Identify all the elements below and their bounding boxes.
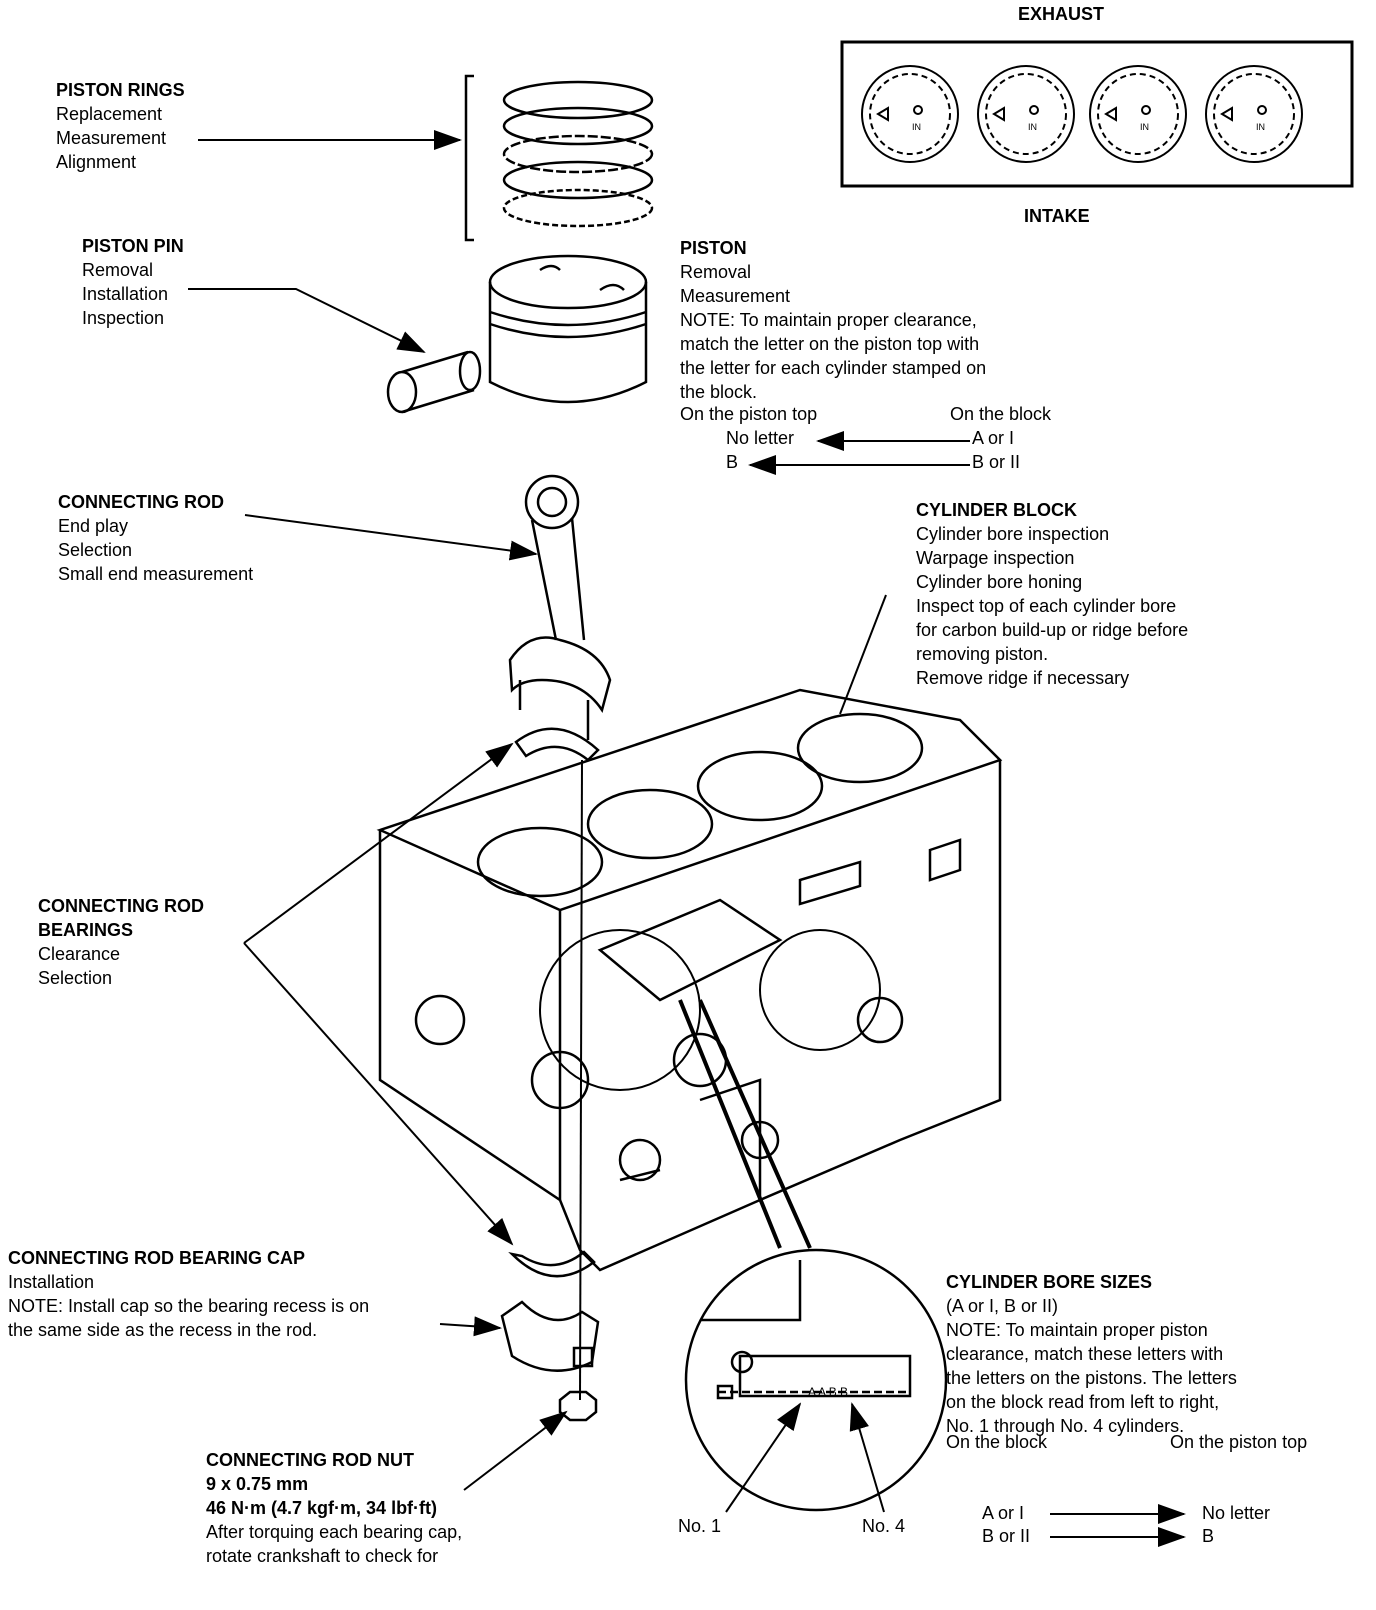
bearing-cap-line: Installation	[8, 1272, 95, 1292]
connecting-rod-callout: CONNECTING ROD End play Selection Small …	[58, 490, 253, 586]
piston-rings-callout: PISTON RINGS Replacement Measurement Ali…	[56, 78, 185, 174]
cylinder-block-line: Inspect top of each cylinder bore	[916, 596, 1177, 616]
rod-bearings-callout: CONNECTING ROD BEARINGS Clearance Select…	[38, 894, 204, 990]
cylinder-block-line: Remove ridge if necessary	[916, 668, 1130, 688]
rod-nut-line: After torquing each bearing cap,	[206, 1522, 463, 1542]
piston-line: Measurement	[680, 286, 791, 306]
rod-bearings-line: Clearance	[38, 944, 121, 964]
piston-col-piston-top: On the piston top	[680, 404, 818, 424]
connecting-rod-line: Small end measurement	[58, 564, 254, 584]
bearing-cap-title: CONNECTING ROD BEARING CAP	[8, 1248, 306, 1268]
piston-pin-title: PISTON PIN	[82, 236, 184, 256]
piston-map-block-1: B or II	[972, 452, 1021, 472]
bore-stamp-letters: A A B B	[808, 1385, 848, 1399]
piston-mark-1: IN	[912, 122, 921, 132]
cylinder-block-title: CYLINDER BLOCK	[916, 500, 1077, 520]
connecting-rod-title: CONNECTING ROD	[58, 492, 224, 512]
bore-sizes-note: No. 1 through No. 4 cylinders.	[946, 1416, 1185, 1436]
piston-rings-line: Replacement	[56, 104, 163, 124]
rod-bearings-title: CONNECTING ROD	[38, 896, 204, 916]
cylinder-block-line: Cylinder bore honing	[916, 572, 1083, 592]
upper-bearing-shell	[514, 727, 600, 762]
bearing-cap-drawing	[500, 1250, 600, 1422]
piston-top-3	[1089, 65, 1187, 163]
bore-size-magnifier	[678, 999, 948, 1512]
piston-top-1	[861, 65, 959, 163]
rod-nut-callout: CONNECTING ROD NUT 9 x 0.75 mm 46 N·m (4…	[206, 1448, 462, 1568]
piston-orientation-box: IN IN IN IN	[840, 40, 1354, 188]
piston-pin-line: Installation	[82, 284, 169, 304]
piston-drawing	[488, 254, 648, 404]
rod-nut-spec-torque: 46 N·m (4.7 kgf·m, 34 lbf·ft)	[206, 1498, 438, 1518]
bearing-cap-callout: CONNECTING ROD BEARING CAP Installation …	[8, 1246, 369, 1342]
rod-nut-line: rotate crankshaft to check for	[206, 1546, 439, 1566]
piston-note: the letter for each cylinder stamped on	[680, 358, 987, 378]
rod-nut-spec-size: 9 x 0.75 mm	[206, 1474, 309, 1494]
piston-map-block-0: A or I	[972, 428, 1015, 448]
cylinder-block-callout: CYLINDER BLOCK Cylinder bore inspection …	[916, 498, 1188, 690]
bore-col-block: On the block	[946, 1432, 1048, 1452]
piston-map-piston-0: No letter	[726, 428, 795, 448]
piston-note: the block.	[680, 382, 758, 402]
connecting-rod-line: Selection	[58, 540, 133, 560]
bore-col-piston-top: On the piston top	[1170, 1432, 1308, 1452]
piston-note: NOTE: To maintain proper clearance,	[680, 310, 977, 330]
bore-map-block-1: B or II	[982, 1526, 1031, 1546]
bore-map-piston-1: B	[1202, 1526, 1215, 1546]
rod-nut-title: CONNECTING ROD NUT	[206, 1450, 414, 1470]
piston-line: Removal	[680, 262, 752, 282]
cylinder-block-line: removing piston.	[916, 644, 1049, 664]
piston-rings-line: Alignment	[56, 152, 137, 172]
bore-sizes-line: (A or I, B or II)	[946, 1296, 1059, 1316]
rod-bearings-line: Selection	[38, 968, 113, 988]
piston-pin-line: Removal	[82, 260, 154, 280]
piston-rings-title: PISTON RINGS	[56, 80, 185, 100]
piston-mark-3: IN	[1140, 122, 1149, 132]
rod-bearings-title-2: BEARINGS	[38, 920, 134, 940]
piston-callout: PISTON Removal Measurement NOTE: To main…	[680, 236, 986, 404]
piston-top-4	[1205, 65, 1303, 163]
cylinder-no4-label: No. 4	[862, 1516, 906, 1536]
bore-sizes-callout: CYLINDER BORE SIZES (A or I, B or II) NO…	[946, 1270, 1237, 1438]
piston-pin-drawing	[386, 350, 482, 414]
connecting-rod-line: End play	[58, 516, 129, 536]
piston-note: match the letter on the piston top with	[680, 334, 980, 354]
bore-sizes-note: on the block read from left to right,	[946, 1392, 1220, 1412]
exhaust-label: EXHAUST	[1018, 4, 1105, 24]
bore-sizes-note: clearance, match these letters with	[946, 1344, 1224, 1364]
bore-map-block-0: A or I	[982, 1503, 1025, 1523]
bore-sizes-note: NOTE: To maintain proper piston	[946, 1320, 1208, 1340]
cylinder-no1-label: No. 1	[678, 1516, 722, 1536]
piston-map-piston-1: B	[726, 452, 739, 472]
bore-map-piston-0: No letter	[1202, 1503, 1271, 1523]
bore-sizes-title: CYLINDER BORE SIZES	[946, 1272, 1153, 1292]
cylinder-block-drawing	[376, 688, 1003, 1272]
piston-mark-4: IN	[1256, 122, 1265, 132]
cylinder-block-line: Warpage inspection	[916, 548, 1075, 568]
piston-pin-callout: PISTON PIN Removal Installation Inspecti…	[82, 234, 184, 330]
piston-col-block: On the block	[950, 404, 1052, 424]
piston-pin-line: Inspection	[82, 308, 165, 328]
cylinder-block-line: for carbon build-up or ridge before	[916, 620, 1189, 640]
bearing-cap-note: NOTE: Install cap so the bearing recess …	[8, 1296, 370, 1316]
piston-top-2	[977, 65, 1075, 163]
leader-lines	[188, 130, 1186, 1547]
piston-title: PISTON	[680, 238, 747, 258]
cylinder-block-line: Cylinder bore inspection	[916, 524, 1110, 544]
intake-label: INTAKE	[1024, 206, 1090, 226]
bore-sizes-note: the letters on the pistons. The letters	[946, 1368, 1237, 1388]
piston-mark-2: IN	[1028, 122, 1037, 132]
connecting-rod-drawing	[508, 474, 612, 740]
bearing-cap-note: the same side as the recess in the rod.	[8, 1320, 318, 1340]
piston-rings-line: Measurement	[56, 128, 167, 148]
piston-rings-drawing	[464, 74, 654, 242]
